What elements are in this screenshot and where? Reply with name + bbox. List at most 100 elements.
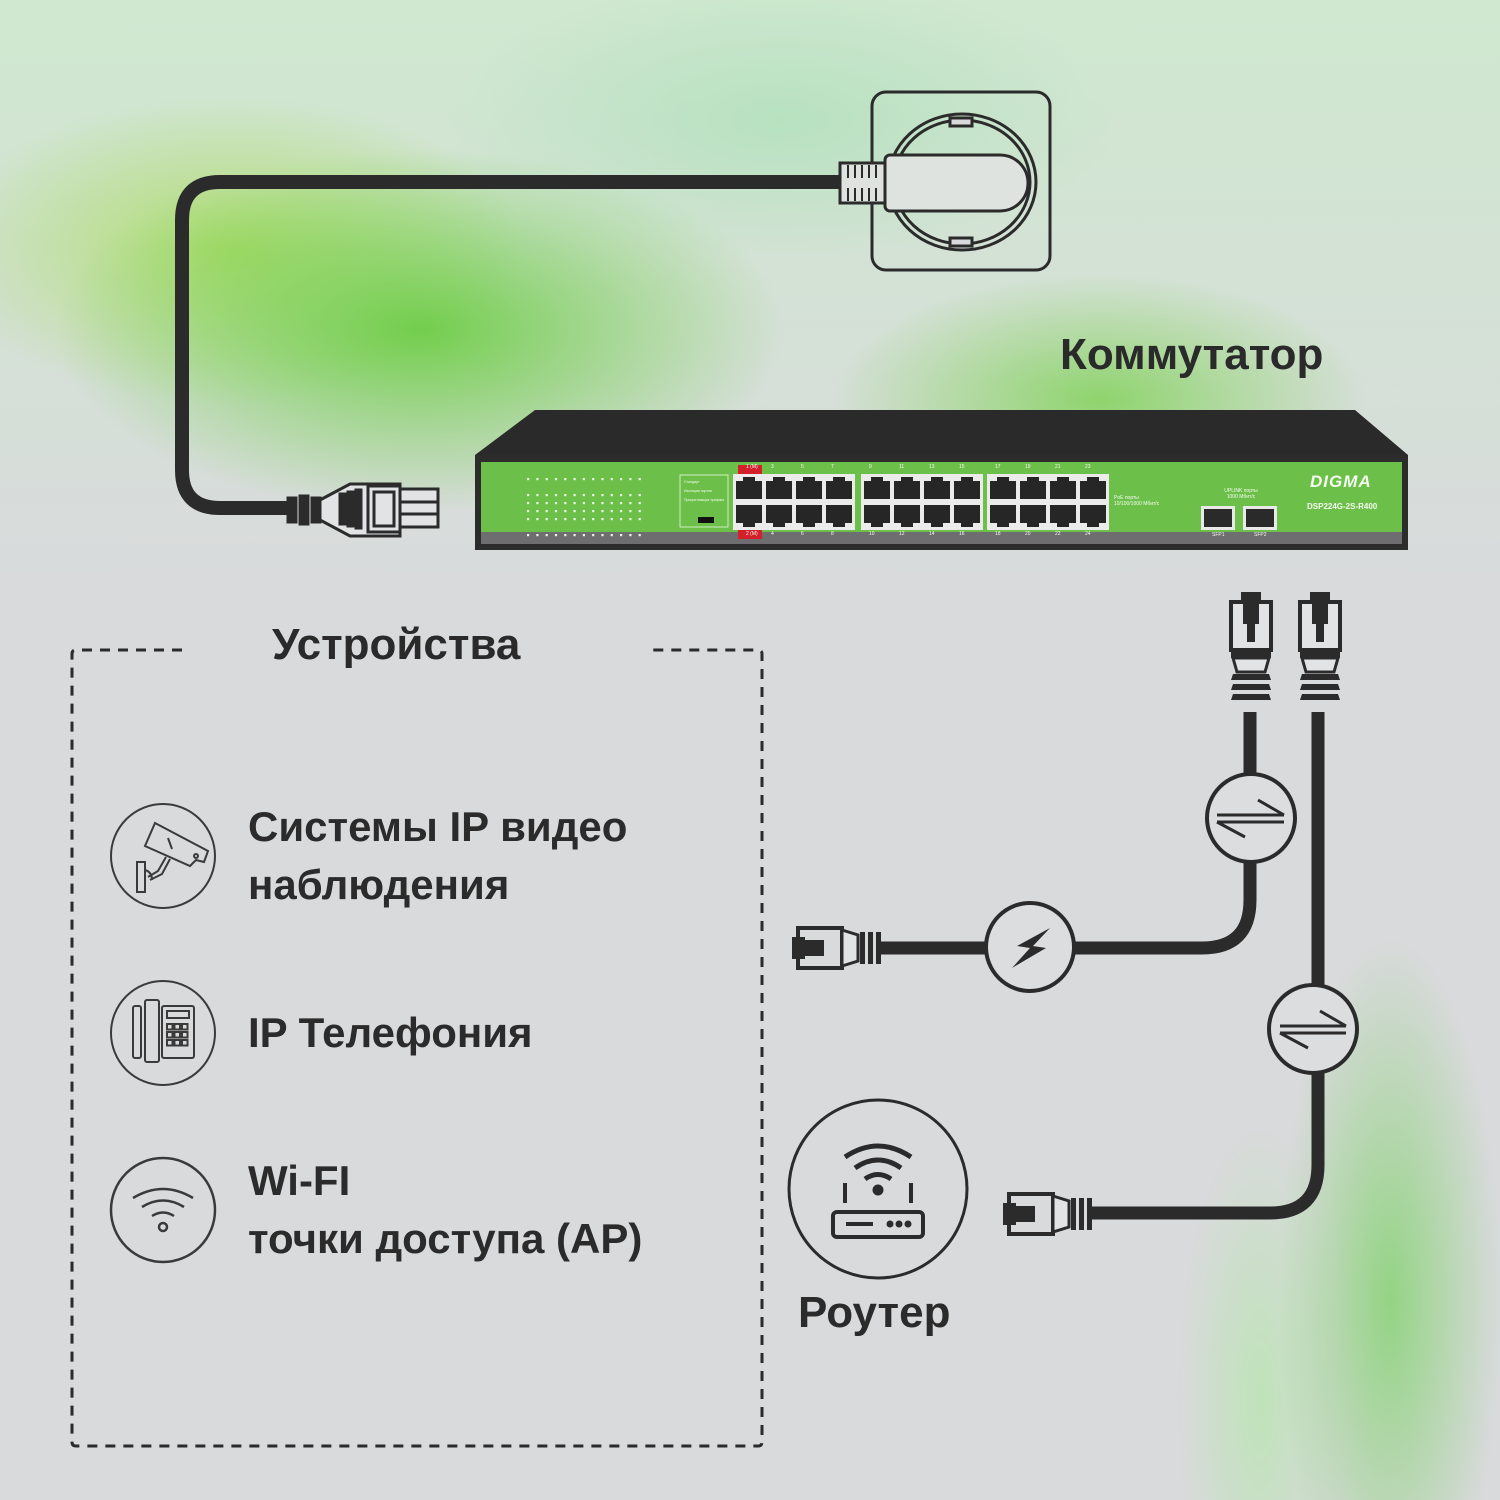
led-indicator xyxy=(629,502,632,505)
keypad-key xyxy=(166,1039,174,1047)
led-indicator xyxy=(601,518,604,521)
port-1-marker xyxy=(738,465,762,474)
router-label: Роутер xyxy=(798,1288,951,1337)
mode-label: Изоляция портов xyxy=(684,489,712,493)
switch-title: Коммутатор xyxy=(1060,330,1324,379)
led-indicator xyxy=(527,478,530,481)
port-number-label: 14 xyxy=(929,531,935,537)
port-number-label: 6 xyxy=(801,531,804,537)
led-indicator xyxy=(582,494,585,497)
led-indicator xyxy=(536,478,539,481)
led-indicator xyxy=(554,502,558,505)
device-label-line1: Системы IP видео xyxy=(248,803,628,850)
led-indicator xyxy=(527,502,530,505)
rj45-port xyxy=(1050,505,1076,527)
power-icon xyxy=(984,901,1076,993)
rj45-port xyxy=(924,477,950,499)
rj45-port xyxy=(1050,477,1076,499)
port-number-label: 11 xyxy=(899,464,905,470)
led-indicator xyxy=(545,518,548,521)
rj45-port xyxy=(954,505,980,527)
rj45-port xyxy=(1020,477,1046,499)
led-indicator xyxy=(629,518,632,521)
led-indicator xyxy=(582,510,585,513)
led-indicator xyxy=(638,502,641,505)
port-number-label: 24 xyxy=(1085,531,1091,537)
led-indicators xyxy=(527,478,641,537)
poe-ports-label: PoE порты 10/100/1000 Мбит/с xyxy=(1114,495,1159,507)
uplink-ports-label: UPLINK порты 1000 Мбит/с xyxy=(1216,488,1266,500)
led-indicator xyxy=(545,502,548,505)
network-switch xyxy=(475,410,1408,550)
led-indicator xyxy=(629,534,632,537)
switch-brand-logo: DIGMA xyxy=(1310,472,1372,491)
data-exchange-icon xyxy=(1205,772,1297,864)
port-number-label: 19 xyxy=(1025,464,1031,470)
led-indicator xyxy=(601,534,604,537)
led-indicator xyxy=(573,510,576,513)
led-indicator xyxy=(601,494,604,497)
keypad-key xyxy=(181,1031,189,1039)
led-indicator xyxy=(545,478,548,481)
led-indicator xyxy=(638,494,641,497)
rj45-port xyxy=(1080,505,1106,527)
router-icon xyxy=(787,1098,969,1280)
led-indicator xyxy=(629,494,632,497)
uplink-label-line1: UPLINK порты xyxy=(1224,488,1258,494)
port-number-label: 3 xyxy=(771,464,774,470)
sfp1-label: SFP1 xyxy=(1212,532,1225,538)
port-number-label: 21 xyxy=(1055,464,1061,470)
sfp-port-1 xyxy=(1201,506,1235,530)
port-number-label: 20 xyxy=(1025,531,1031,537)
port-number-label: 10 xyxy=(869,531,875,537)
keypad-key xyxy=(181,1039,189,1047)
ip-phone-icon xyxy=(110,980,216,1086)
device-item-wifi-ap: Wi-FI точки доступа (AP) xyxy=(248,1152,642,1268)
rj45-port xyxy=(894,505,920,527)
led-indicator xyxy=(527,494,530,497)
port-number-label: 13 xyxy=(929,464,935,470)
led-indicator xyxy=(620,534,623,537)
rj45-port xyxy=(766,477,792,499)
rj45-port xyxy=(864,505,890,527)
port-number-label: 17 xyxy=(995,464,1001,470)
rj45-port xyxy=(894,477,920,499)
led-indicator xyxy=(620,478,623,481)
led-indicator xyxy=(638,518,641,521)
led-indicator xyxy=(638,534,641,537)
rj45-port xyxy=(990,505,1016,527)
wifi-icon xyxy=(109,1156,217,1264)
led-indicator xyxy=(620,510,623,513)
led-indicator xyxy=(564,534,567,537)
port-number-label: 1 (M) xyxy=(746,464,758,470)
mode-labels: Стандарт Изоляция портов Приоритизация т… xyxy=(684,478,724,505)
led-indicator xyxy=(610,510,613,513)
led-indicator xyxy=(620,494,623,497)
power-cable xyxy=(175,175,840,515)
led-indicator xyxy=(592,502,595,505)
device-label-line2: наблюдения xyxy=(248,861,510,908)
led-indicator xyxy=(536,502,539,505)
keypad-key xyxy=(173,1031,181,1039)
led-indicator xyxy=(554,510,558,513)
led-indicator xyxy=(620,518,623,521)
led-indicator xyxy=(610,494,613,497)
mode-switch xyxy=(698,517,714,523)
led-indicator xyxy=(582,518,585,521)
led-indicator xyxy=(573,518,576,521)
led-indicator xyxy=(592,494,595,497)
device-label-line2: точки доступа (AP) xyxy=(248,1215,643,1262)
devices-title: Устройства xyxy=(272,620,521,669)
mode-label: Стандарт xyxy=(684,480,700,484)
led-indicator xyxy=(592,518,595,521)
port-number-label: 23 xyxy=(1085,464,1091,470)
led-indicator xyxy=(564,478,567,481)
rj45-port xyxy=(826,505,852,527)
mode-label: Приоритизация трафика xyxy=(684,498,725,502)
led-indicator xyxy=(592,478,595,481)
led-indicator xyxy=(536,518,539,521)
port-number-label: 8 xyxy=(831,531,834,537)
switch-model-label: DSP224G-2S-R400 xyxy=(1307,502,1378,511)
rj45-port xyxy=(864,477,890,499)
